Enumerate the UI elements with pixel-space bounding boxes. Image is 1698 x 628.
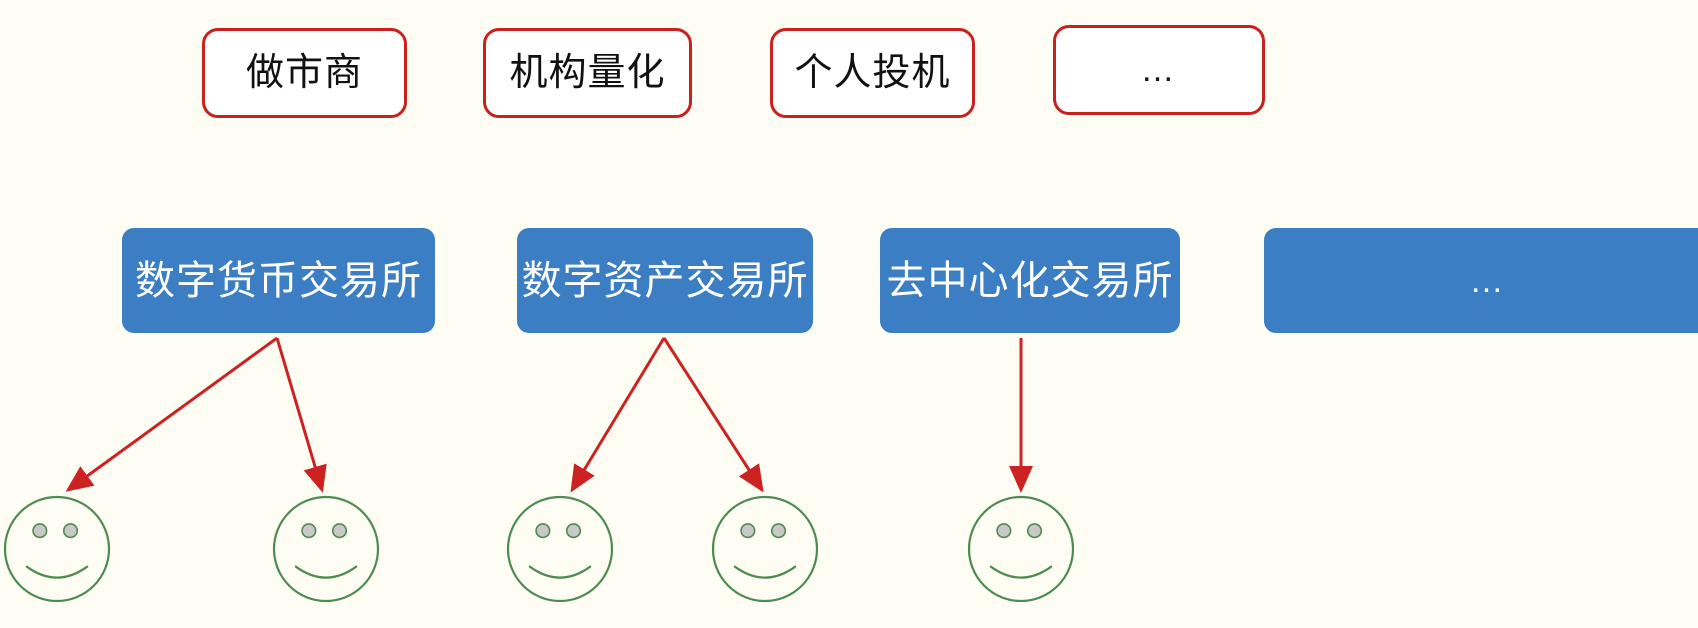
user-face-2[interactable] <box>271 494 381 604</box>
category-label: 个人投机 <box>794 52 951 94</box>
category-box-2[interactable]: 机构量化 <box>483 28 692 118</box>
exchange-box-1[interactable]: 数字货币交易所 <box>122 228 435 333</box>
category-label: … <box>1140 51 1178 89</box>
exchange-label: 数字资产交易所 <box>521 258 809 303</box>
arrow-ex1-user2 <box>275 337 327 493</box>
smiley-face-icon <box>506 495 614 603</box>
exchange-label: 去中心化交易所 <box>886 258 1174 303</box>
category-box-more[interactable]: … <box>1053 25 1265 115</box>
smiley-face-icon <box>711 495 819 603</box>
smiley-face-icon <box>3 495 111 603</box>
exchange-label: … <box>1469 261 1507 300</box>
exchange-box-2[interactable]: 数字资产交易所 <box>517 228 813 333</box>
smiley-face-icon <box>272 495 380 603</box>
smiley-face-icon <box>967 495 1075 603</box>
user-face-3[interactable] <box>505 494 615 604</box>
exchange-box-3[interactable]: 去中心化交易所 <box>880 228 1180 333</box>
category-label: 做市商 <box>245 52 363 94</box>
category-box-3[interactable]: 个人投机 <box>770 28 975 118</box>
user-face-5[interactable] <box>966 494 1076 604</box>
exchange-box-more[interactable]: … <box>1264 228 1698 333</box>
user-face-4[interactable] <box>710 494 820 604</box>
arrow-ex2-user4 <box>662 337 764 493</box>
exchange-label: 数字货币交易所 <box>135 258 422 303</box>
category-box-1[interactable]: 做市商 <box>202 28 407 118</box>
category-label: 机构量化 <box>509 52 666 94</box>
arrow-ex1-user1 <box>65 336 278 492</box>
user-face-1[interactable] <box>2 494 112 604</box>
arrow-ex2-user3 <box>570 337 666 493</box>
